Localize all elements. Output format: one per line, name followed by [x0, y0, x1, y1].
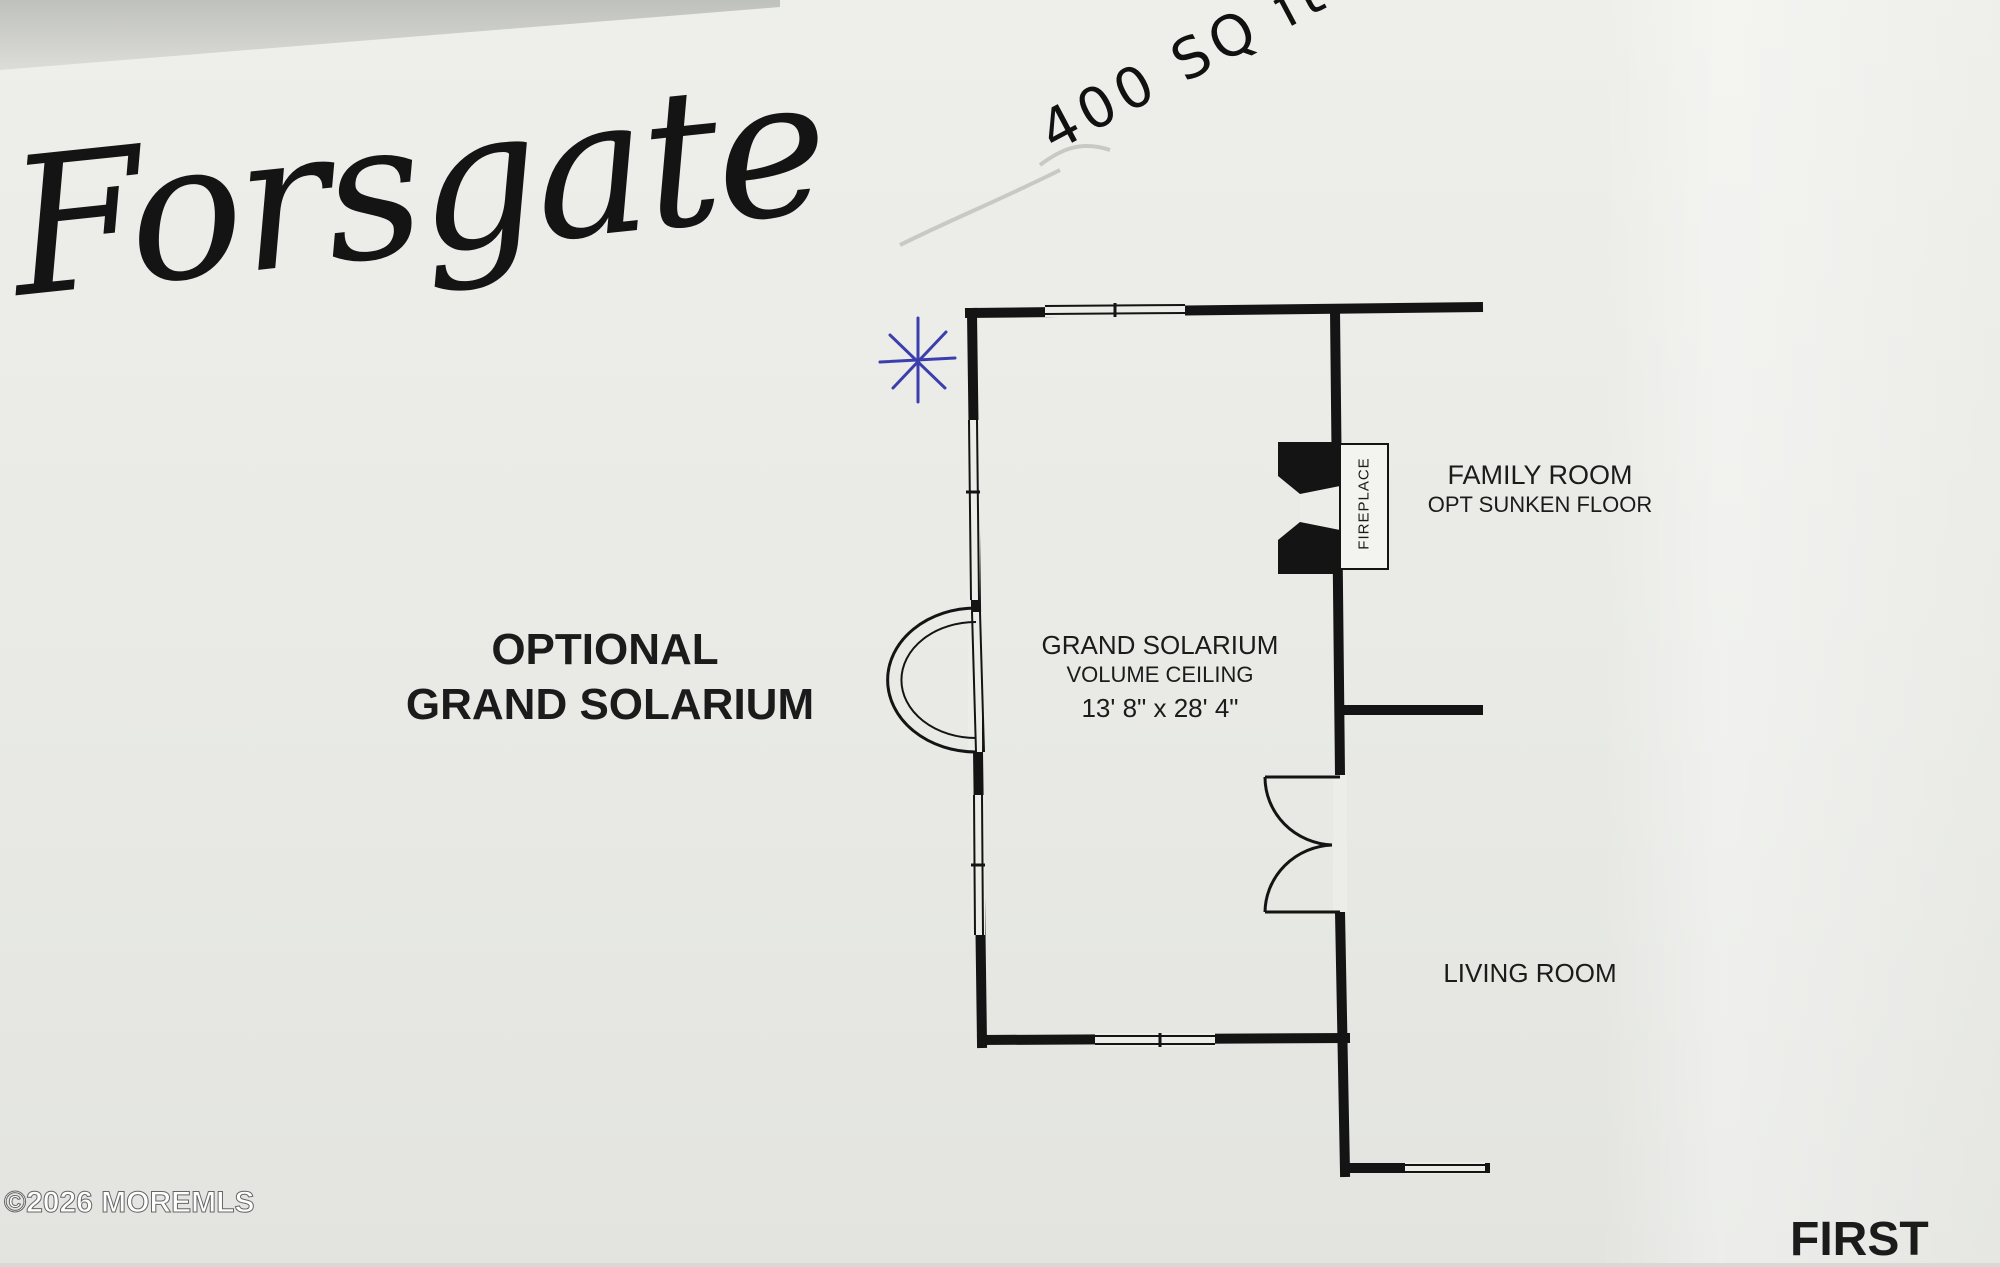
french-doors: [1263, 775, 1347, 914]
bay-window: [886, 606, 985, 754]
window-bottom: [1095, 1033, 1215, 1047]
asterisk-mark-icon: [878, 316, 957, 404]
window-living-bottom: [1405, 1162, 1485, 1174]
window-top: [1044, 303, 1186, 317]
erased-pencil-mark: [899, 144, 1111, 247]
floor-label: FIRST: [1790, 1213, 1929, 1266]
fireplace: [1278, 442, 1389, 574]
solarium-dimensions: 13' 8" x 28' 4": [1081, 693, 1239, 723]
family-room-note: OPT SUNKEN FLOOR: [1427, 492, 1653, 517]
window-left-lower: [971, 794, 985, 936]
page-fold-shadow: [1600, 0, 2000, 1263]
window-left-upper: [966, 419, 980, 601]
solarium-feature: VOLUME CEILING: [1066, 662, 1254, 687]
living-room-name: LIVING ROOM: [1443, 958, 1617, 988]
wall-center-lower: [1334, 906, 1351, 1178]
family-room-name: FAMILY ROOM: [1447, 460, 1633, 490]
copyright-watermark: ©2026 MOREMLS: [4, 1186, 256, 1220]
solarium-room-name: GRAND SOLARIUM: [1041, 630, 1279, 660]
optional-label-line1: OPTIONAL: [491, 625, 719, 674]
fireplace-label: FIREPLACE: [1355, 457, 1373, 550]
optional-label-line2: GRAND SOLARIUM: [405, 680, 815, 729]
